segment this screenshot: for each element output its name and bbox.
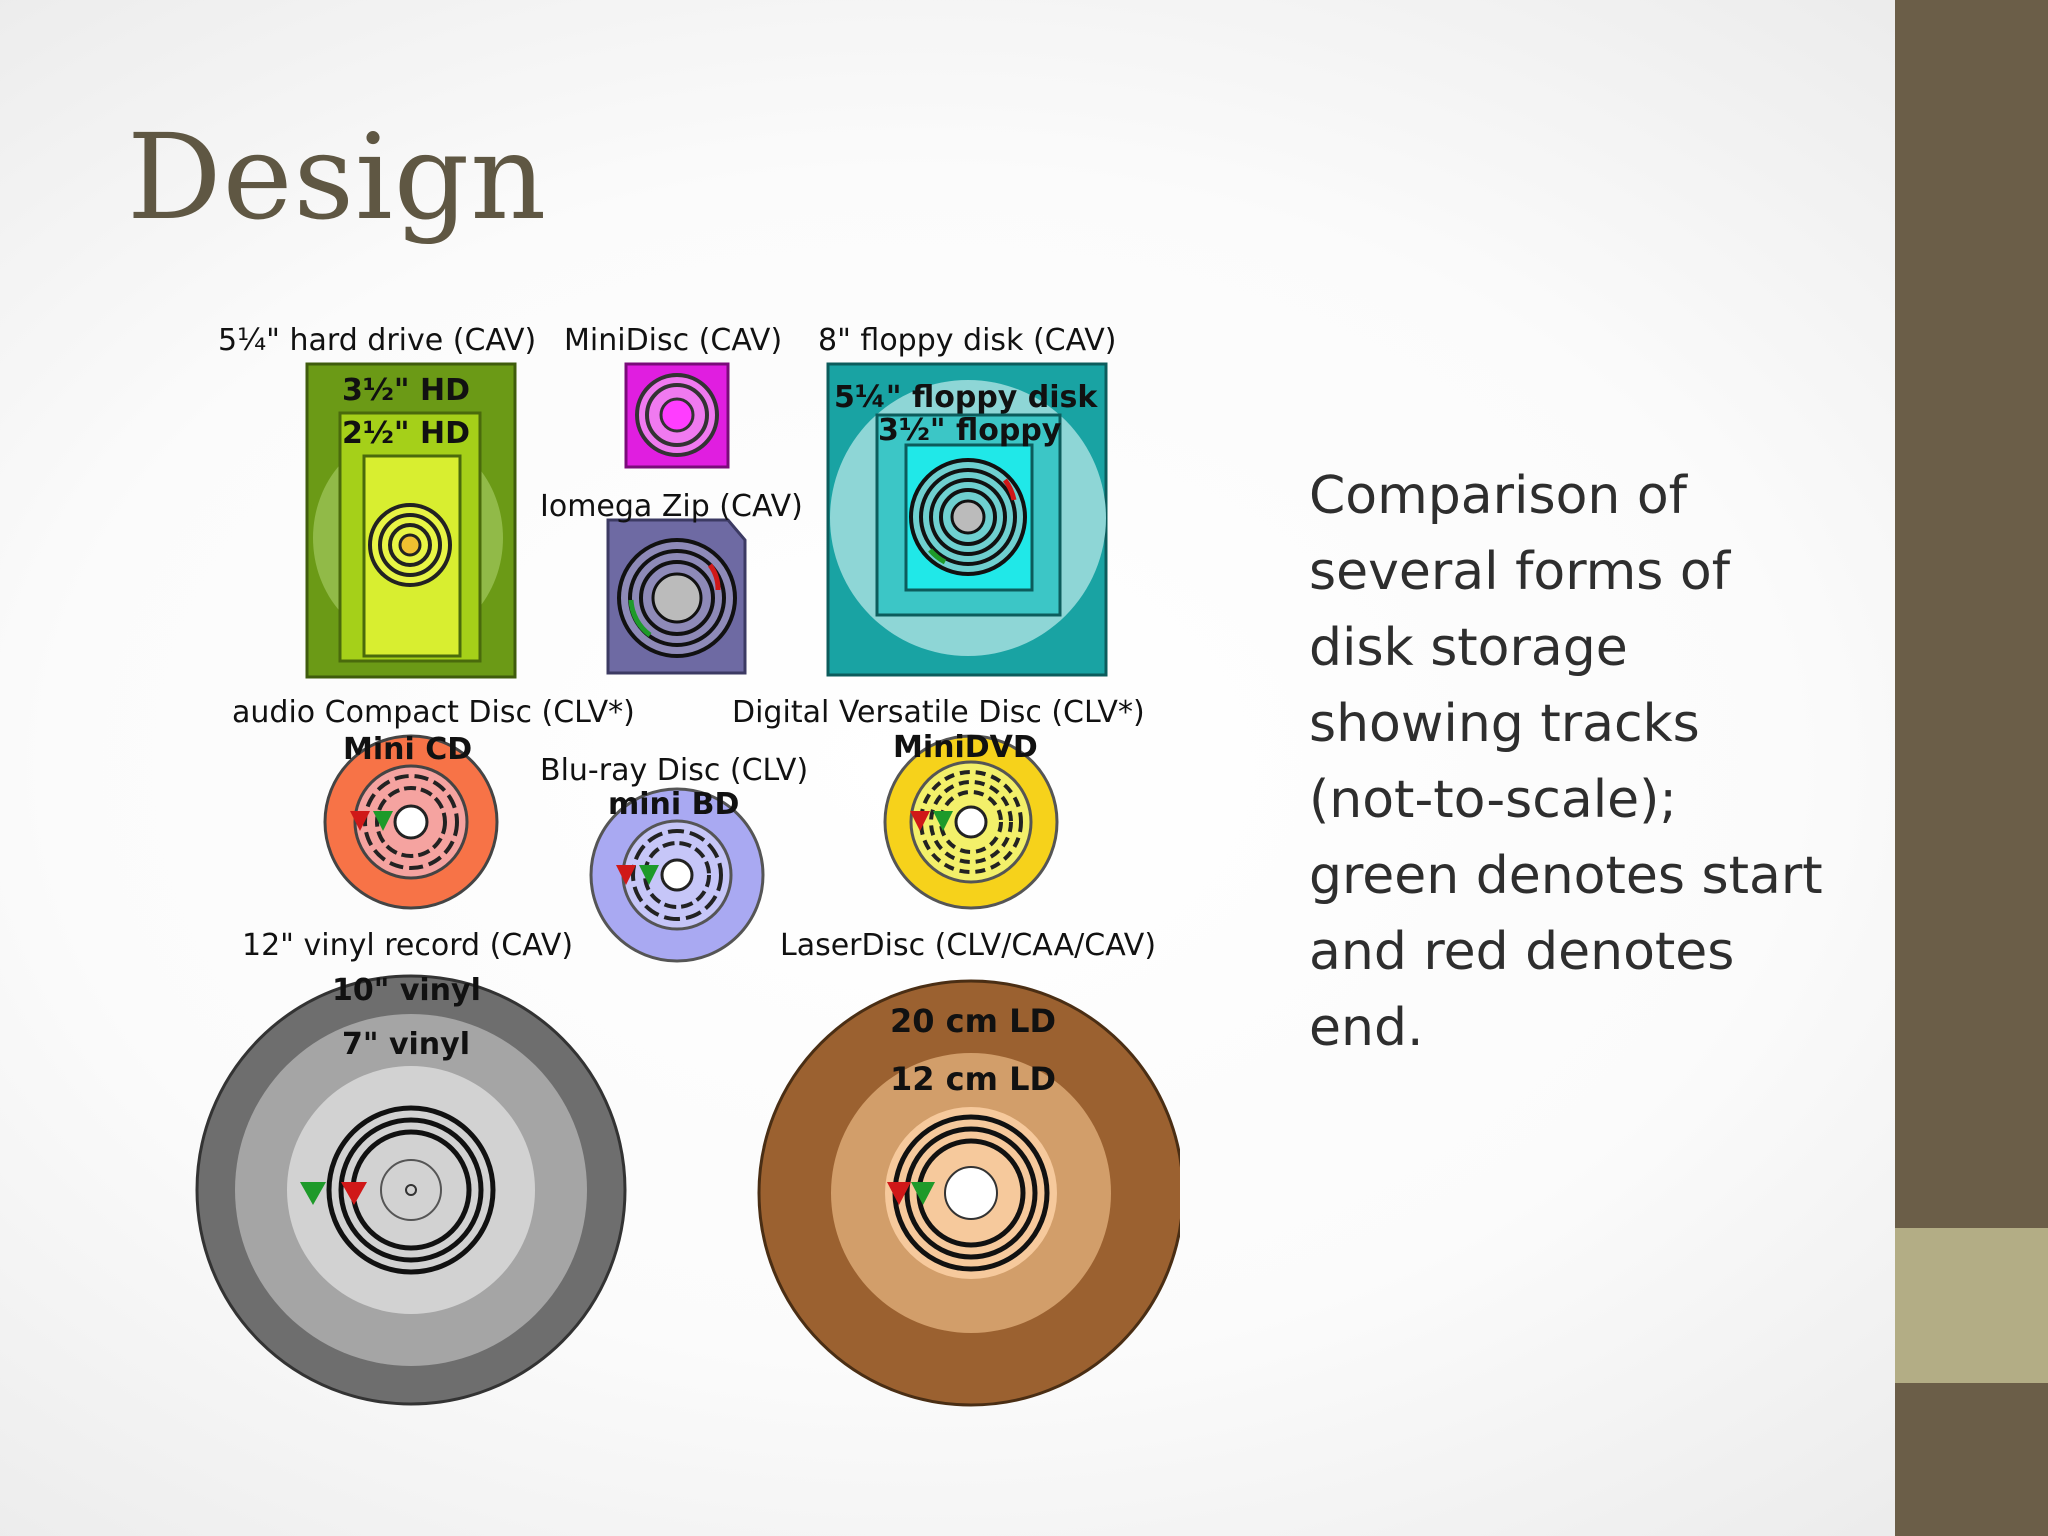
minidisc-diagram [624,362,730,469]
iomega-zip-diagram [606,518,747,675]
label-3-5-floppy: 3½" floppy [878,413,1062,448]
label-compact-disc: audio Compact Disc (CLV*) [232,695,635,730]
label-5-25-floppy: 5¼" floppy disk [834,380,1098,415]
vinyl-record-diagram [195,974,627,1406]
caption: Comparison of several forms of disk stor… [1309,458,1869,1066]
bluray-disc-diagram [589,787,765,963]
disk-comparison-figure: 5¼" hard drive (CAV) 3½" HD 2½" HD MiniD… [190,300,1180,1450]
label-mini-bd: mini BD [608,787,739,822]
label-mini-dvd: MiniDVD [893,730,1038,765]
caption-line: green denotes start [1309,846,1823,906]
label-bluray: Blu-ray Disc (CLV) [540,753,808,788]
label-12cm-ld: 12 cm LD [890,1060,1056,1098]
label-mini-cd: Mini CD [343,732,472,767]
label-iomega-zip: Iomega Zip (CAV) [540,489,803,524]
label-8-floppy: 8" floppy disk (CAV) [818,323,1116,358]
side-bar-accent [1895,1228,2048,1383]
label-dvd: Digital Versatile Disc (CLV*) [732,695,1145,730]
label-minidisc: MiniDisc (CAV) [564,323,782,358]
label-3-5-hd: 3½" HD [342,373,470,408]
label-20cm-ld: 20 cm LD [890,1002,1056,1040]
caption-line: (not-to-scale); [1309,770,1677,830]
label-laserdisc: LaserDisc (CLV/CAA/CAV) [780,928,1156,963]
dvd-diagram [883,734,1059,910]
caption-line: showing tracks [1309,694,1700,754]
slide-title: Design [127,108,548,246]
label-hard-drive: 5¼" hard drive (CAV) [218,323,536,358]
hard-drive-diagram [305,362,517,679]
label-10-vinyl: 10" vinyl [332,973,481,1008]
label-12-vinyl: 12" vinyl record (CAV) [242,928,573,963]
label-7-vinyl: 7" vinyl [342,1027,470,1062]
caption-line: end. [1309,998,1424,1058]
caption-line: and red denotes [1309,922,1735,982]
laserdisc-diagram [757,979,1180,1407]
caption-line: disk storage [1309,618,1628,678]
caption-line: Comparison of [1309,466,1687,526]
compact-disc-diagram [323,734,499,910]
caption-line: several forms of [1309,542,1731,602]
label-2-5-hd: 2½" HD [342,416,470,451]
floppy-disk-diagram [826,362,1108,677]
